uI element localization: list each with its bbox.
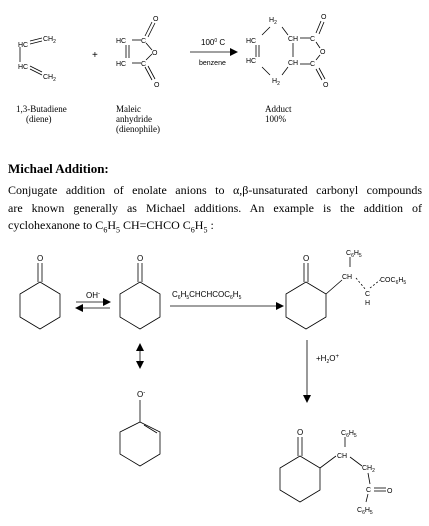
enolate-ring [119,421,161,467]
maleic-atom-hc1: HC [116,38,126,45]
intermediate-phenyl: C6H5 [346,250,362,259]
adduct-atom-hc1: HC [246,38,256,45]
carbanion-oxygen: O [137,254,143,263]
plus-sign: + [92,50,98,61]
paragraph-line-2: are known generally as Michael additions… [8,200,422,215]
maleic-atom-c1: C [141,38,146,45]
adduct-name: Adduct [265,104,292,114]
intermediate-ch: CH [342,274,352,281]
adduct-atom-c1: C [310,36,315,43]
reagent-benzalacetophenone: C6H5CHCHCOC6H5 [172,290,242,301]
product-structure [279,437,386,503]
condition-solvent: benzene [199,60,226,67]
product-carbonyl-c: C [366,487,371,494]
maleic-name: Maleic [116,104,141,114]
adduct-yield: 100% [265,114,286,124]
section-heading: Michael Addition: [8,161,109,176]
butadiene-atom-hc1: HC [18,42,28,49]
product-carbonyl-o: O [387,488,393,495]
adduct-atom-ch2: CH [288,60,298,67]
maleic-atom-o3: O [154,82,160,89]
intermediate-h: H [365,300,370,307]
reagent-hydroxide: OH- [86,291,100,300]
adduct-structure [255,20,326,81]
adduct-atom-h2-bottom: H2 [272,78,280,87]
adduct-atom-c2: C [310,61,315,68]
intermediate-oxygen: O [303,254,309,263]
adduct-atom-ch1: CH [288,36,298,43]
maleic-atom-c2: C [141,61,146,68]
maleic-atom-o2: O [152,50,158,57]
maleic-atom-hc2: HC [116,61,126,68]
adduct-atom-h2-top: H2 [269,17,277,26]
butadiene-atom-ch2-top: CH2 [43,36,56,45]
product-ch: CH [337,453,347,460]
adduct-atom-o3: O [323,82,329,89]
butadiene-role: (diene) [26,114,52,124]
condition-temperature: 1000 C [201,38,225,47]
adduct-atom-o2: O [320,49,326,56]
paragraph-line-3: cyclohexanone to C6H5 CH=CHCO C6H5 : [8,218,214,235]
butadiene-atom-ch2-bottom: CH2 [43,74,56,83]
maleic-role: (dienophile) [116,124,160,134]
cyclohexanone-ring [19,281,61,330]
enolate-oxygen: O- [137,390,145,399]
reagent-hydronium: +H2O+ [316,354,339,365]
intermediate-benzoyl: COC6H5 [380,277,406,286]
product-oxygen: O [297,428,303,437]
adduct-atom-hc2: HC [246,58,256,65]
paragraph-line-1: Conjugate addition of enolate anions to … [8,183,422,197]
carbanion-ring [119,281,161,330]
intermediate-carbanion-c: C [365,291,370,298]
butadiene-atom-hc2: HC [18,64,28,71]
product-ch2: CH2 [362,465,375,474]
section-paragraph: Conjugate addition of enolate anions to … [8,182,422,239]
product-phenyl: C6H5 [341,430,357,439]
cyclohexanone-oxygen: O [37,254,43,263]
intermediate-structure [285,257,381,330]
adduct-atom-o1: O [321,14,327,21]
maleic-name-2: anhydride [116,114,152,124]
butadiene-name: 1,3-Butadiene [16,104,67,114]
maleic-atom-o1: O [153,16,159,23]
maleic-anhydride-structure [125,21,156,81]
butadiene-structure [19,37,43,76]
product-benzoyl-phenyl: C6H5 [357,507,373,516]
